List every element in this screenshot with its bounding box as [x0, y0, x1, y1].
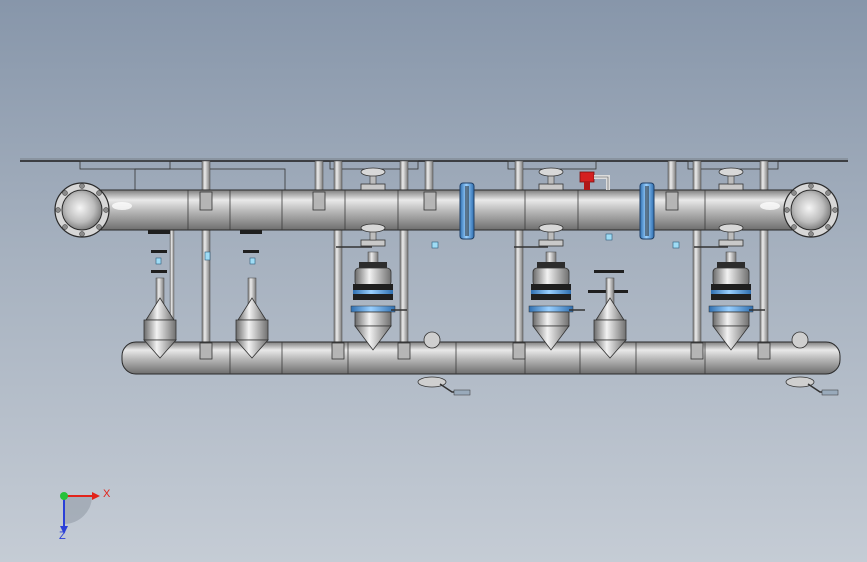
coordinate-triad: [60, 492, 100, 534]
red-control-valve[interactable]: [579, 171, 610, 190]
flange-right[interactable]: [783, 182, 839, 238]
branch-valve-2[interactable]: [235, 230, 269, 359]
pipe-clamps-lower: [199, 342, 771, 360]
branch-valve-6[interactable]: [708, 223, 766, 351]
coupling-1[interactable]: [459, 182, 475, 240]
top-gate-valves[interactable]: [360, 167, 744, 191]
y-axis-dot: [60, 492, 68, 500]
z-arrowhead: [60, 526, 68, 534]
x-axis-label: X: [103, 488, 111, 500]
pipe-clamps-upper: [199, 191, 679, 211]
flange-left[interactable]: [54, 182, 110, 238]
branch-valve-4[interactable]: [528, 223, 586, 351]
z-axis-label: Z: [59, 530, 66, 542]
drain-valve-1[interactable]: [417, 331, 471, 396]
branch-valve-1[interactable]: [143, 230, 177, 359]
x-arrowhead: [92, 492, 100, 500]
drain-valve-2[interactable]: [785, 331, 839, 396]
branch-valve-5[interactable]: [588, 270, 628, 359]
upper-header-pipe[interactable]: [81, 189, 813, 231]
coupling-2[interactable]: [639, 182, 655, 240]
instrument-fittings[interactable]: [155, 233, 680, 265]
lower-header-pipe[interactable]: [121, 341, 841, 375]
branch-valve-3[interactable]: [350, 223, 408, 351]
